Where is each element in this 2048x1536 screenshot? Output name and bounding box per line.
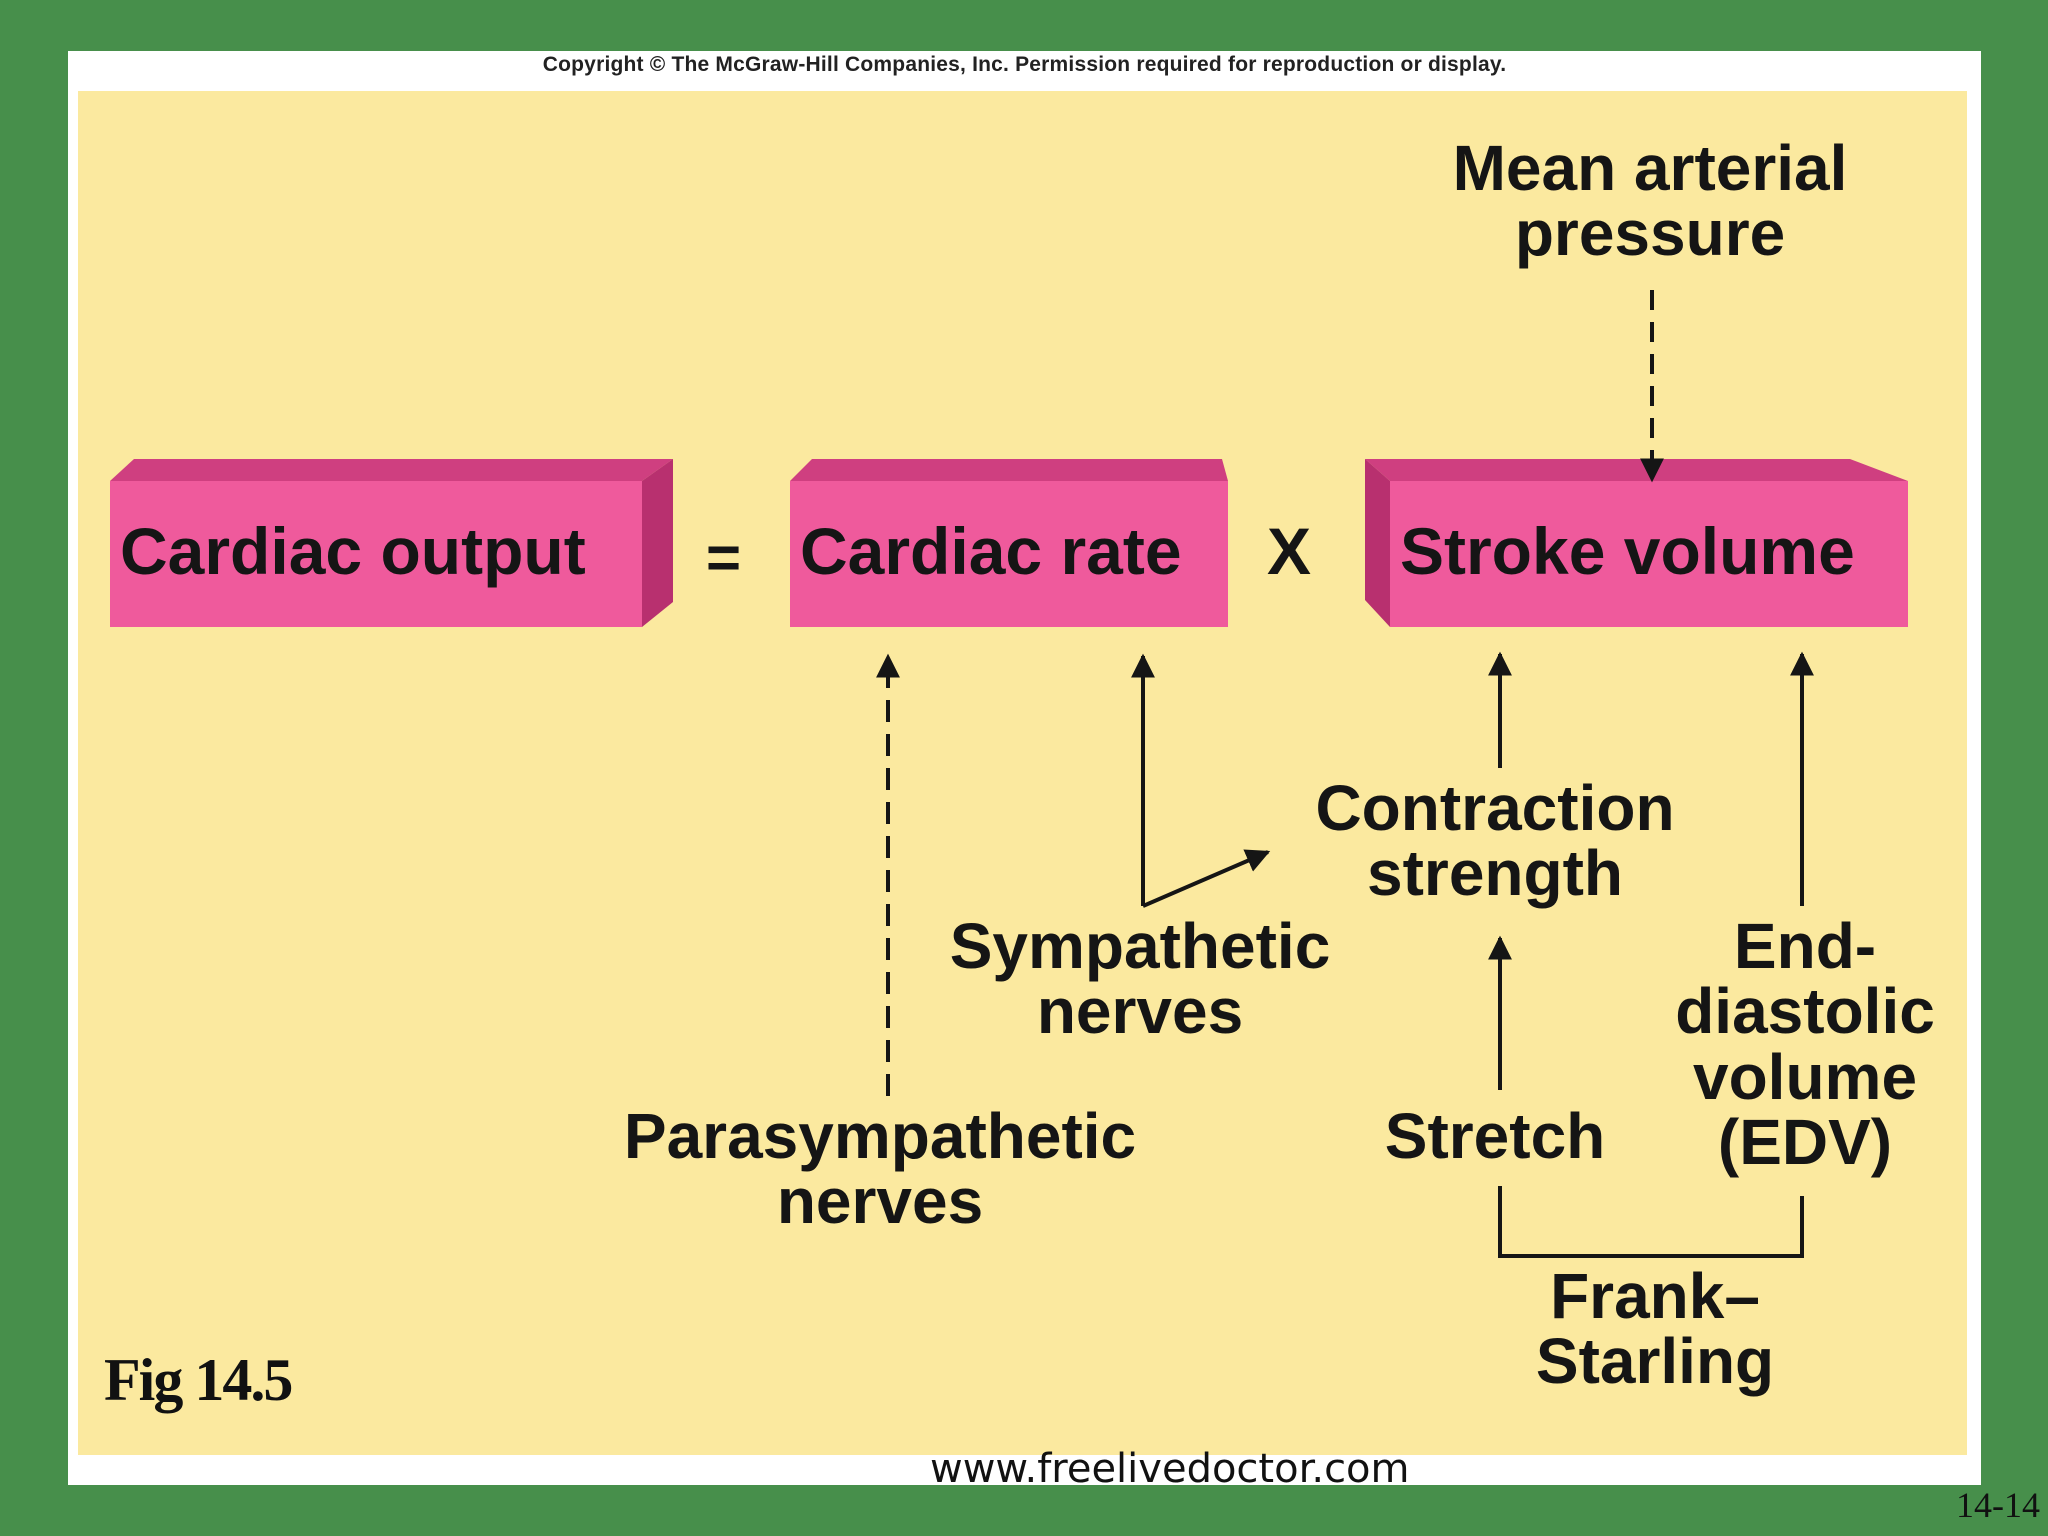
frank-starling-label: Frank– Starling: [1535, 1260, 1775, 1398]
copyright-notice: Copyright © The McGraw-Hill Companies, I…: [542, 53, 1507, 76]
edv-label: End- diastolic volume (EDV): [1675, 910, 1935, 1178]
figure-caption: Fig 14.5: [104, 1347, 293, 1413]
cardiac-rate-label: Cardiac rate: [800, 514, 1182, 588]
stretch-label: Stretch: [1384, 1100, 1606, 1172]
contraction-strength-label: Contraction strength: [1315, 772, 1675, 910]
diagram-panel: [78, 91, 1967, 1455]
stroke-volume-box: [1365, 459, 1908, 627]
cardiac-output-label: Cardiac output: [120, 514, 586, 588]
cardiac-rate-box: [790, 459, 1228, 627]
frank-starling-bracket: [1498, 1186, 1804, 1258]
sympathetic-nerves-label: Sympathetic nerves: [949, 910, 1331, 1048]
sympathetic-to-contraction-arrow: [1142, 849, 1271, 908]
equals-sign: =: [706, 524, 742, 591]
website-link[interactable]: www.freelivedoctor.com: [930, 1446, 1410, 1492]
page-number: 14-14: [1956, 1485, 2040, 1525]
parasympathetic-nerves-label: Parasympathetic nerves: [623, 1100, 1137, 1238]
cardiac-output-box: [110, 459, 673, 627]
mean-arterial-pressure-label: Mean arterial pressure: [1452, 132, 1848, 270]
stroke-volume-label: Stroke volume: [1400, 514, 1855, 588]
multiply-sign: X: [1267, 514, 1312, 588]
